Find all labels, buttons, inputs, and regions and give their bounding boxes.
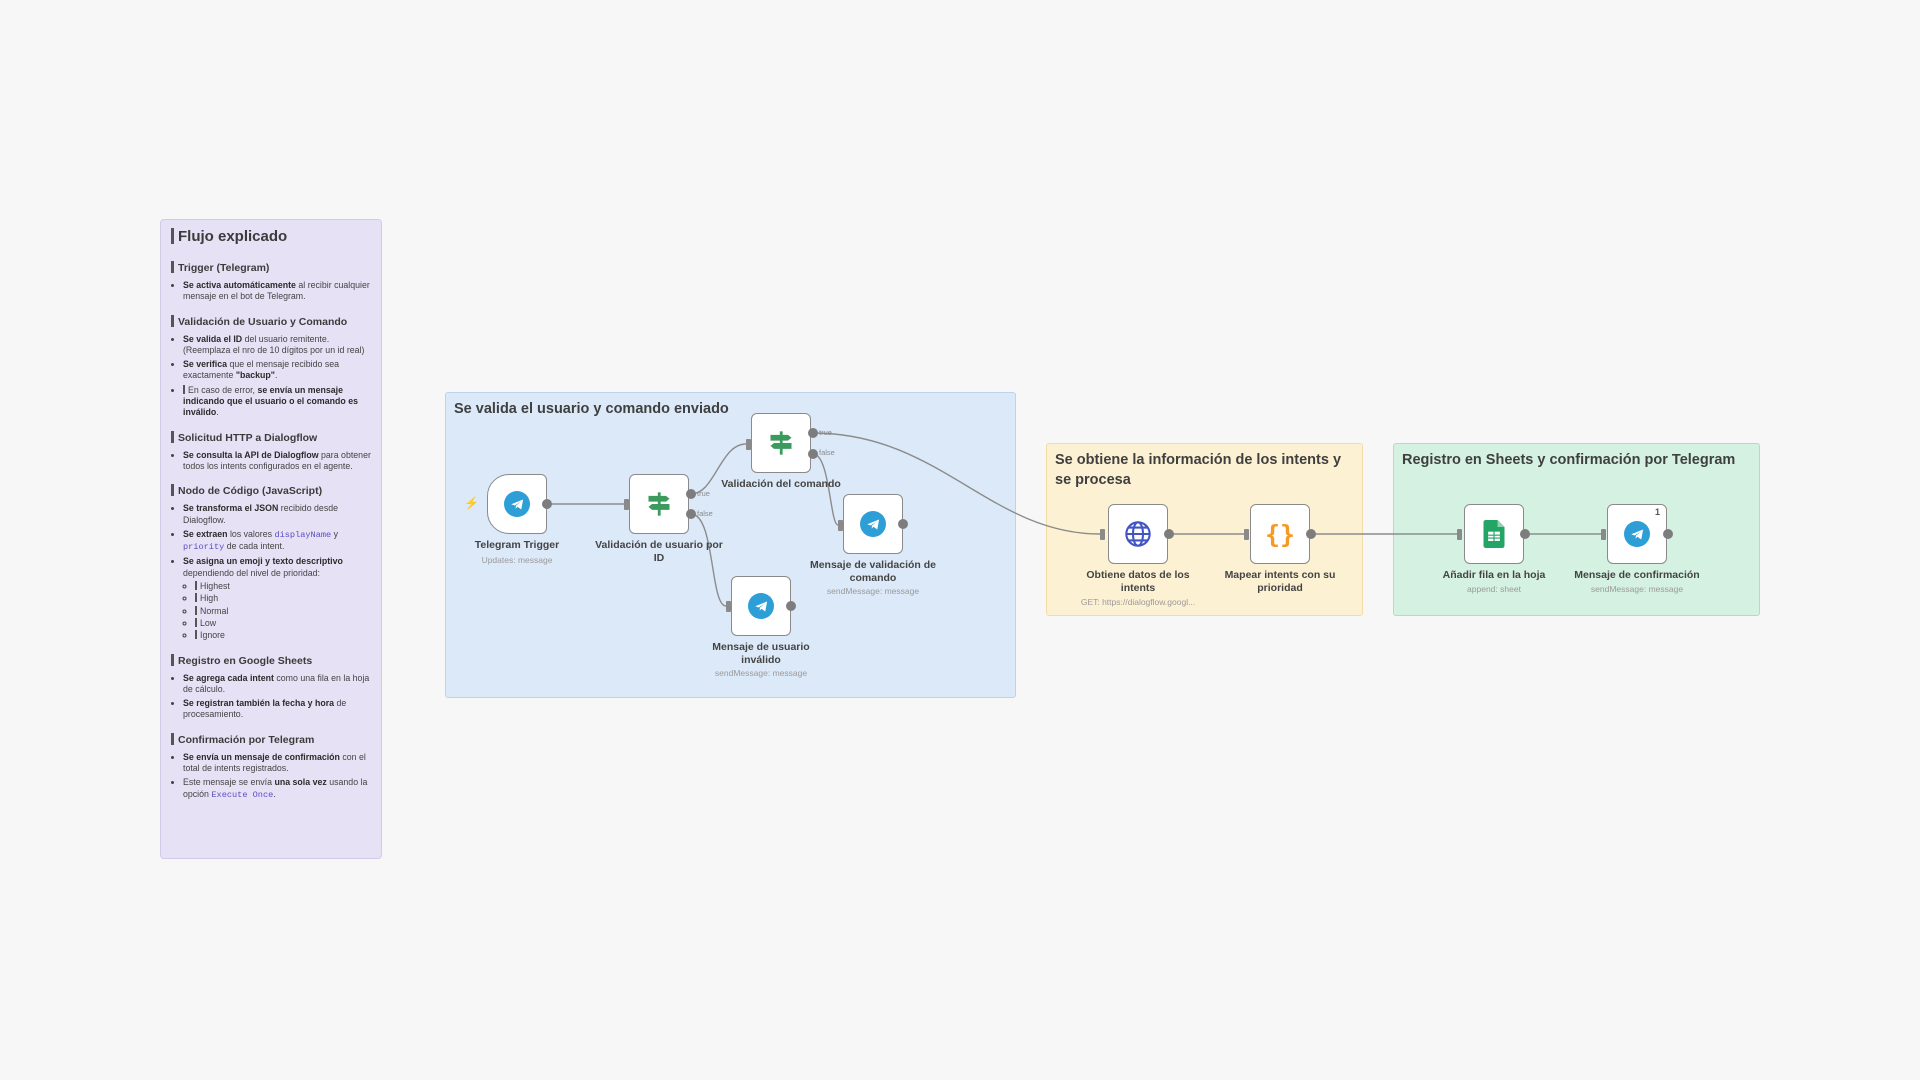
output-port[interactable] bbox=[1164, 529, 1174, 539]
output-port[interactable] bbox=[1520, 529, 1530, 539]
node-label: Mensaje de validación de comando bbox=[809, 559, 937, 584]
group-title: Se valida el usuario y comando enviado bbox=[454, 401, 729, 417]
if-signpost-icon bbox=[648, 492, 670, 516]
telegram-icon bbox=[860, 511, 886, 537]
telegram-icon bbox=[504, 491, 530, 517]
note-list: Se activa automáticamente al recibir cua… bbox=[171, 280, 371, 303]
note-section-heading: Validación de Usuario y Comando bbox=[171, 314, 371, 328]
port-label-true: true bbox=[819, 428, 832, 437]
note-item: Este mensaje se envía una sola vez usand… bbox=[183, 777, 371, 801]
node-subtitle: Updates: message bbox=[481, 555, 553, 565]
output-port[interactable] bbox=[1663, 529, 1673, 539]
node-subtitle: append: sheet bbox=[1467, 584, 1521, 594]
node-label: Mensaje de usuario inválido bbox=[712, 641, 810, 666]
sticky-note-flow-explained[interactable]: Flujo explicado Trigger (Telegram) Se ac… bbox=[160, 219, 382, 859]
node-label: Validación de usuario por ID bbox=[595, 539, 723, 564]
node-subtitle: GET: https://dialogflow.googl... bbox=[1080, 597, 1196, 607]
note-item: Se registran también la fecha y hora de … bbox=[183, 698, 371, 721]
google-sheets-icon bbox=[1483, 520, 1505, 548]
node-label: Validación del comando bbox=[721, 478, 841, 490]
node-label: Mensaje de confirmación bbox=[1574, 569, 1700, 581]
note-section-heading: Trigger (Telegram) bbox=[171, 261, 371, 274]
note-section-heading: Confirmación por Telegram bbox=[171, 732, 371, 746]
output-port-true[interactable] bbox=[808, 428, 818, 438]
node-subtitle: sendMessage: message bbox=[1590, 584, 1684, 594]
priority-item: Normal bbox=[195, 605, 371, 617]
note-item: En caso de error, se envía un mensaje in… bbox=[183, 384, 371, 419]
priority-item: Low bbox=[195, 617, 371, 629]
telegram-icon bbox=[748, 593, 774, 619]
node-msg-confirmation[interactable]: 1 bbox=[1607, 504, 1667, 564]
node-subtitle: sendMessage: message bbox=[826, 586, 920, 596]
note-list: Se valida el ID del usuario remitente. (… bbox=[171, 334, 371, 419]
output-port[interactable] bbox=[542, 499, 552, 509]
group-title: Se obtiene la información de los intents… bbox=[1055, 452, 1342, 488]
node-validate-command[interactable] bbox=[751, 413, 811, 473]
priority-item: Ignore bbox=[195, 630, 371, 641]
priority-item: High bbox=[195, 593, 371, 604]
note-section-heading: Registro en Google Sheets bbox=[171, 653, 371, 667]
note-section-heading: Solicitud HTTP a Dialogflow bbox=[171, 430, 371, 444]
note-list: Se consulta la API de Dialogflow para ob… bbox=[171, 450, 371, 473]
node-get-intents-http[interactable] bbox=[1108, 504, 1168, 564]
output-port[interactable] bbox=[1306, 529, 1316, 539]
port-label-false: false bbox=[697, 509, 713, 518]
output-port[interactable] bbox=[898, 519, 908, 529]
node-msg-command-validation[interactable] bbox=[843, 494, 903, 554]
node-validate-user-id[interactable] bbox=[629, 474, 689, 534]
telegram-icon bbox=[1624, 521, 1650, 547]
input-port[interactable] bbox=[1244, 529, 1249, 540]
note-list: Se envía un mensaje de confirmación con … bbox=[171, 752, 371, 801]
note-item: Se consulta la API de Dialogflow para ob… bbox=[183, 450, 371, 473]
priority-item: Highest bbox=[195, 581, 371, 592]
if-signpost-icon bbox=[770, 431, 792, 455]
input-port[interactable] bbox=[746, 439, 751, 450]
output-port[interactable] bbox=[786, 601, 796, 611]
output-port-true[interactable] bbox=[686, 489, 696, 499]
port-label-true: true bbox=[697, 489, 710, 498]
node-label: Mapear intents con su prioridad bbox=[1224, 569, 1336, 594]
node-subtitle: sendMessage: message bbox=[714, 668, 808, 678]
note-section-heading: Nodo de Código (JavaScript) bbox=[171, 484, 371, 497]
lightning-icon: ⚡ bbox=[464, 496, 479, 510]
note-item: Se valida el ID del usuario remitente. (… bbox=[183, 334, 371, 357]
note-title: Flujo explicado bbox=[171, 228, 371, 245]
input-port[interactable] bbox=[838, 520, 843, 531]
node-map-intents-code[interactable]: {} bbox=[1250, 504, 1310, 564]
globe-icon bbox=[1125, 521, 1151, 547]
node-label: Telegram Trigger bbox=[474, 539, 560, 551]
node-append-sheet-row[interactable] bbox=[1464, 504, 1524, 564]
input-port[interactable] bbox=[1457, 529, 1462, 540]
priority-list: Highest High Normal Low Ignore bbox=[183, 581, 371, 641]
note-item: Se extraen los valores displayName y pri… bbox=[183, 529, 371, 554]
note-item: Se activa automáticamente al recibir cua… bbox=[183, 280, 371, 303]
node-msg-invalid-user[interactable] bbox=[731, 576, 791, 636]
note-item: Se asigna un emoji y texto descriptivo d… bbox=[183, 556, 371, 641]
group-title: Registro en Sheets y confirmación por Te… bbox=[1402, 452, 1736, 468]
input-port[interactable] bbox=[624, 499, 629, 510]
braces-icon: {} bbox=[1264, 519, 1296, 549]
node-label: Añadir fila en la hoja bbox=[1442, 569, 1546, 581]
note-item: Se transforma el JSON recibido desde Dia… bbox=[183, 503, 371, 526]
note-item: Se agrega cada intent como una fila en l… bbox=[183, 673, 371, 696]
input-port[interactable] bbox=[726, 601, 731, 612]
input-port[interactable] bbox=[1100, 529, 1105, 540]
output-port-false[interactable] bbox=[808, 449, 818, 459]
input-port[interactable] bbox=[1601, 529, 1606, 540]
output-port-false[interactable] bbox=[686, 509, 696, 519]
note-item: Se verifica que el mensaje recibido sea … bbox=[183, 359, 371, 382]
node-telegram-trigger[interactable] bbox=[487, 474, 547, 534]
group-sheets-confirmation[interactable]: Registro en Sheets y confirmación por Te… bbox=[1393, 443, 1760, 616]
node-label: Obtiene datos de los intents bbox=[1086, 569, 1190, 594]
execute-once-badge: 1 bbox=[1654, 507, 1660, 517]
port-label-false: false bbox=[819, 448, 835, 457]
note-item: Se envía un mensaje de confirmación con … bbox=[183, 752, 371, 775]
note-list: Se transforma el JSON recibido desde Dia… bbox=[171, 503, 371, 641]
note-list: Se agrega cada intent como una fila en l… bbox=[171, 673, 371, 721]
